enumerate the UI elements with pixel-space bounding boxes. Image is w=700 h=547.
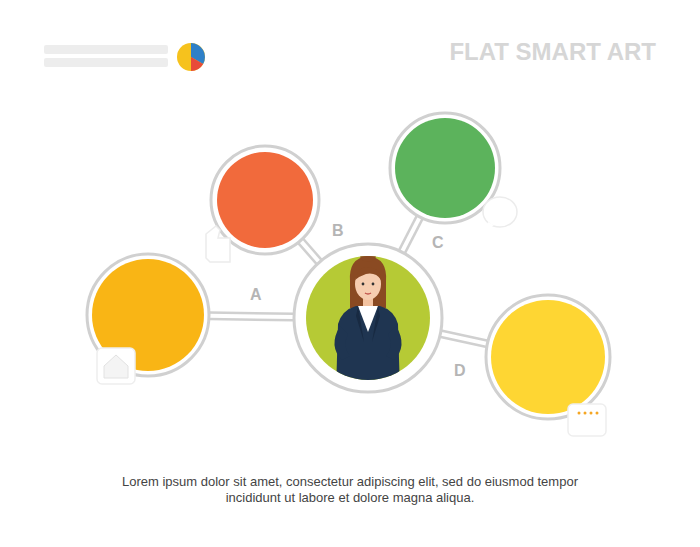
caption: Lorem ipsum dolor sit amet, consectetur … xyxy=(110,474,590,506)
step-circle xyxy=(484,293,612,421)
connector xyxy=(440,334,487,344)
circle-outline xyxy=(209,144,321,256)
hub-circle xyxy=(292,242,444,394)
circle-outline xyxy=(85,252,211,378)
step-circle xyxy=(209,144,321,256)
circle-outline xyxy=(484,293,612,421)
watermark-title: FLAT SMART ART xyxy=(449,38,656,66)
step-letter: D xyxy=(452,362,468,380)
home-icon xyxy=(97,348,135,384)
step-letter: C xyxy=(430,234,446,252)
chat-dots-icon xyxy=(568,404,606,436)
connector xyxy=(301,241,320,263)
title-bar-placeholder xyxy=(44,45,168,67)
speech-bubble-icon xyxy=(483,197,517,232)
step-letter: A xyxy=(248,286,264,304)
circle-outline xyxy=(388,111,502,225)
connector xyxy=(402,217,420,252)
thumbs-icon xyxy=(206,226,230,262)
pie-logo xyxy=(177,43,205,71)
step-circle xyxy=(85,252,211,378)
step-circle xyxy=(388,111,502,225)
connector xyxy=(209,316,294,317)
step-letter: B xyxy=(330,222,346,240)
businesswoman-figure xyxy=(292,242,444,394)
